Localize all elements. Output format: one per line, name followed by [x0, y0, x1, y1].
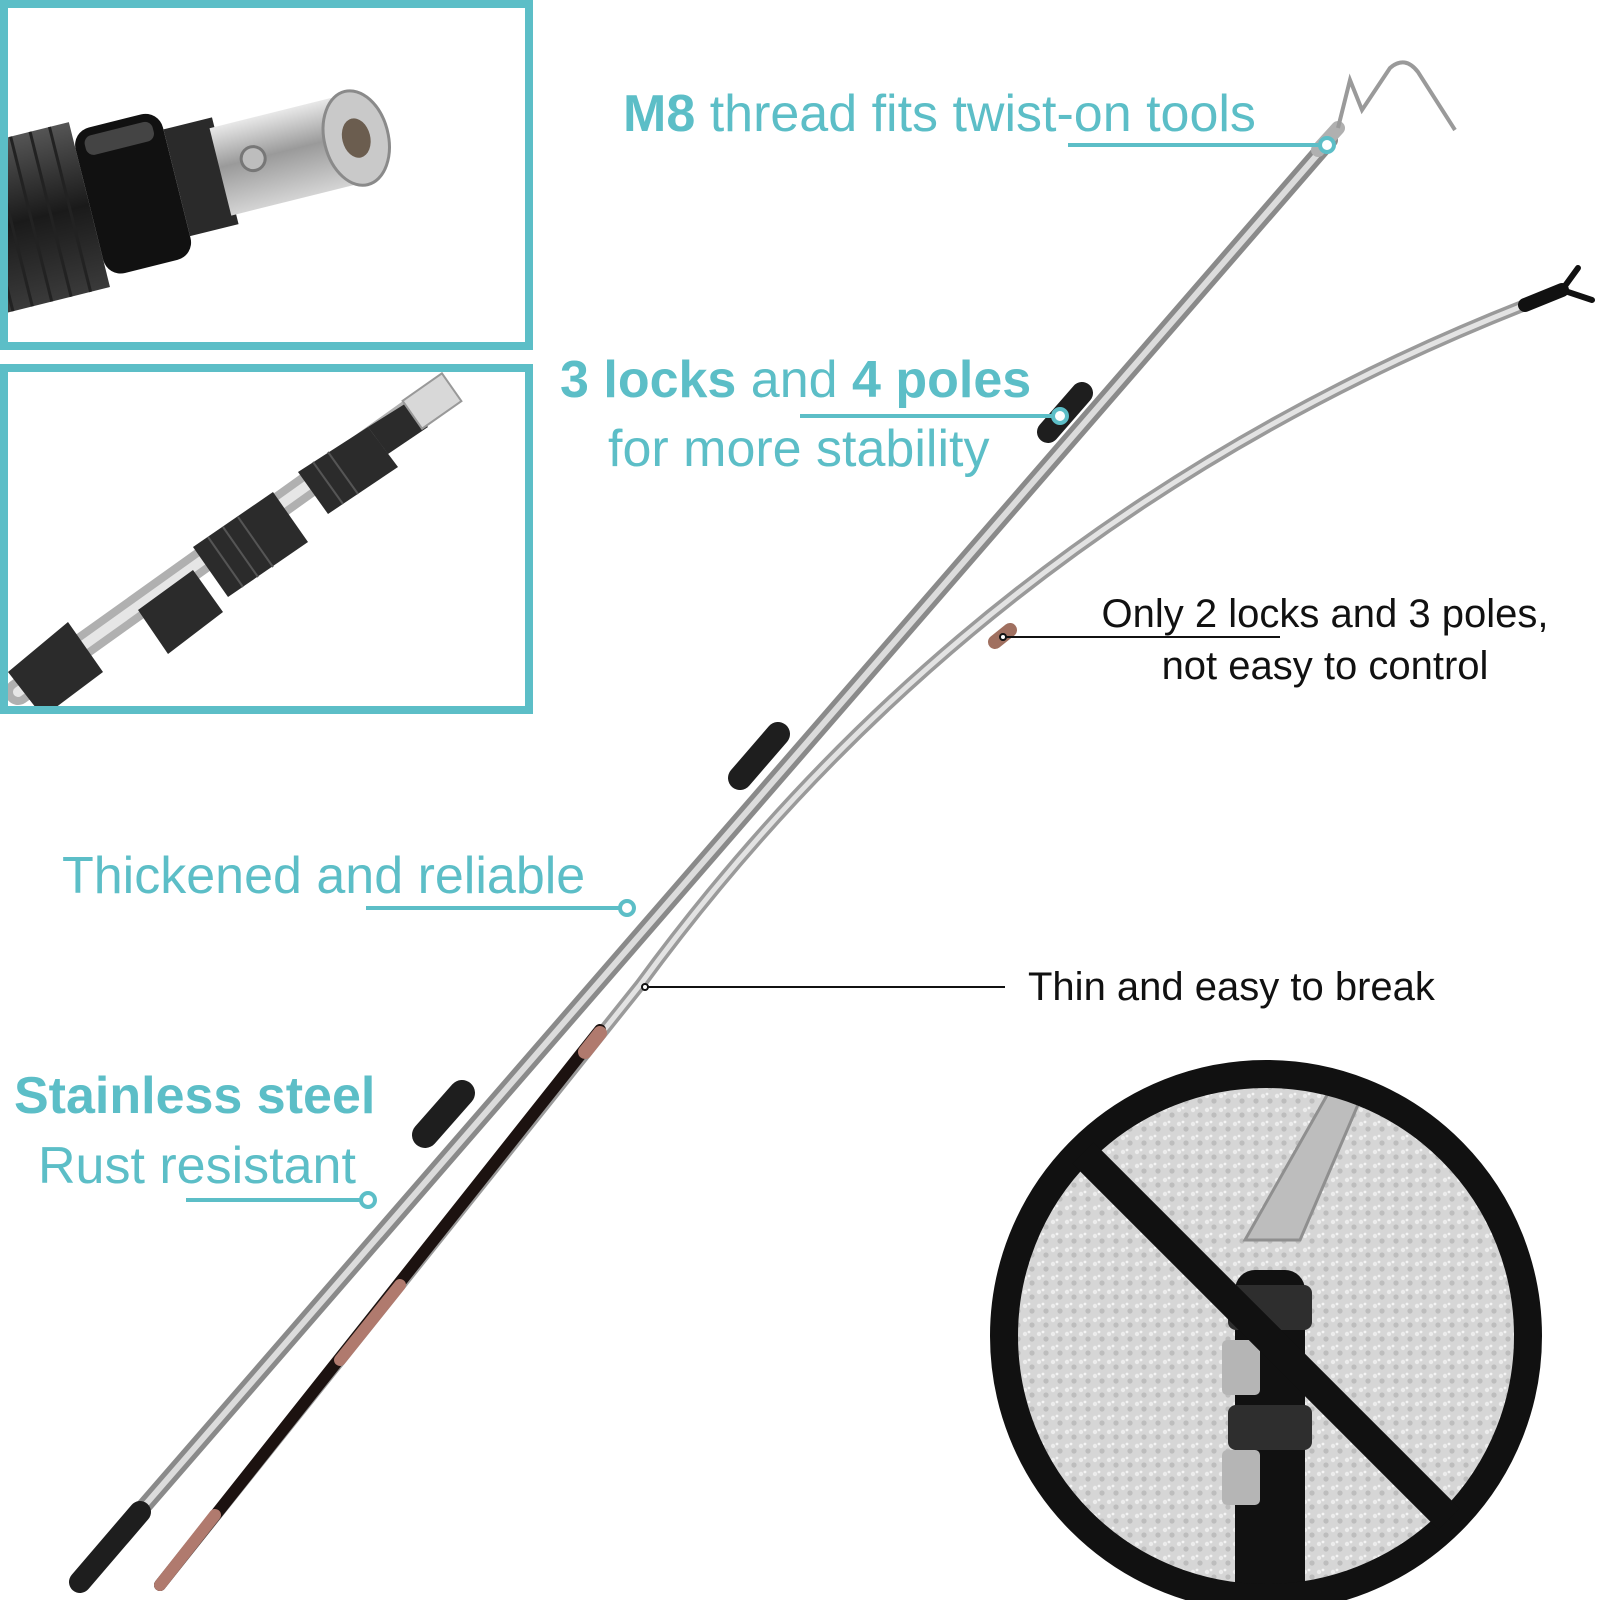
- stainless-callout-title: Stainless steel: [14, 1067, 376, 1125]
- threaded-tip-closeup-icon: [8, 89, 391, 317]
- stainless-callout-subtitle: Rust resistant: [38, 1137, 356, 1195]
- poles-count-bold: 4 poles: [852, 351, 1032, 409]
- locks-count-bold: 3 locks: [560, 351, 737, 409]
- competitor-locks-callout: Only 2 locks and 3 poles, not easy to co…: [1055, 588, 1595, 692]
- m8-thread-text: thread fits twist-on tools: [695, 85, 1256, 143]
- thin-competitor-pole-icon: [154, 265, 1595, 1591]
- threaded-tip-inset: [0, 0, 533, 350]
- thickened-callout: Thickened and reliable: [62, 847, 586, 905]
- competitor-locks-line1: Only 2 locks and 3 poles,: [1101, 592, 1549, 636]
- lock-joints-inset: [0, 364, 533, 714]
- competitor-leader-lines: [641, 633, 1280, 991]
- locks-poles-connector: and: [736, 351, 852, 409]
- competitor-thin-callout: Thin and easy to break: [1028, 965, 1435, 1009]
- m8-thread-bold: M8: [623, 85, 696, 143]
- m8-thread-callout: M8 thread fits twist-on tools: [623, 88, 1256, 140]
- competitor-locks-line2: not easy to control: [1161, 644, 1489, 688]
- callout-leader-lines: [186, 136, 1336, 1209]
- lock-joints-closeup-icon: [8, 372, 463, 706]
- locks-poles-callout-line2: for more stability: [608, 420, 990, 478]
- stainless-telescopic-pole-icon: [69, 60, 1457, 1593]
- broken-pole-prohibited-icon: [990, 1060, 1542, 1600]
- locks-poles-callout-line1: 3 locks and 4 poles: [560, 354, 1031, 406]
